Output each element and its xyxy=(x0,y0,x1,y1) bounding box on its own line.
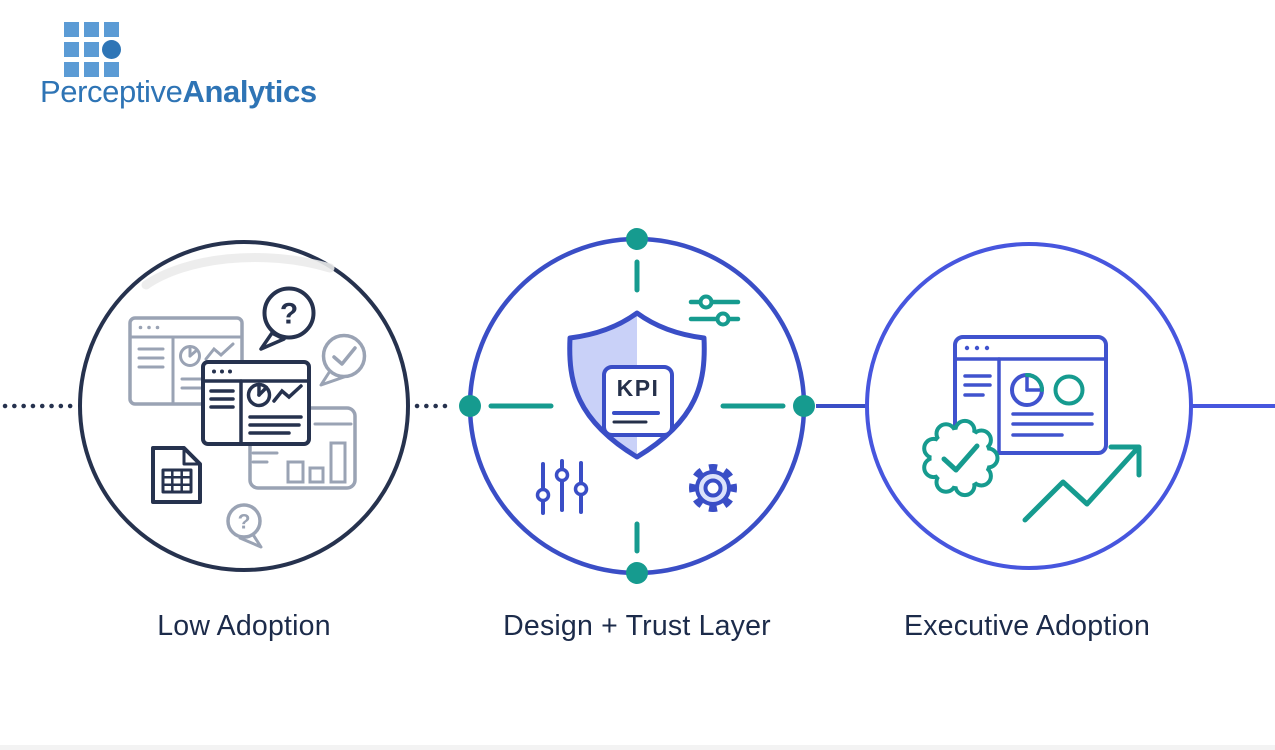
brand-name: PerceptiveAnalytics xyxy=(40,74,317,110)
vertical-sliders-icon xyxy=(535,459,589,515)
spreadsheet-document-icon xyxy=(151,446,202,504)
stage-label-executive: Executive Adoption xyxy=(903,610,1151,642)
pie-wedge xyxy=(1025,373,1044,392)
kpi-shield-icon: KPI xyxy=(567,310,707,460)
stage-label-design-trust: Design + Trust Layer xyxy=(503,610,771,642)
stage-label-low-adoption: Low Adoption xyxy=(157,610,331,642)
check-bubble-icon xyxy=(319,333,367,387)
question-bubble-small-icon: ? xyxy=(226,503,263,549)
stage-circle-executive xyxy=(865,242,1193,570)
cardinal-dot-top xyxy=(626,228,648,250)
logo-grid-icon xyxy=(64,22,121,77)
cardinal-dots xyxy=(459,228,815,584)
question-bubble-icon: ? xyxy=(259,286,316,351)
brand-name-regular: Perceptive xyxy=(40,74,183,109)
verified-badge-icon xyxy=(922,418,1000,498)
cardinal-dot-left xyxy=(459,395,481,417)
cardinal-dot-bottom xyxy=(626,562,648,584)
stage-circle-design-trust: KPI xyxy=(459,228,815,584)
cardinal-ticks xyxy=(488,259,786,554)
brand-logo: PerceptiveAnalytics xyxy=(40,14,360,114)
donut-chart-icon xyxy=(1053,374,1085,406)
logo-dot xyxy=(102,40,121,59)
stage-circle-low-adoption: ? ? xyxy=(78,240,410,572)
question-glyph: ? xyxy=(280,298,298,331)
question-glyph: ? xyxy=(238,511,251,534)
bottom-edge-strip xyxy=(0,745,1275,750)
cardinal-dot-right xyxy=(793,395,815,417)
horizontal-sliders-icon xyxy=(688,294,741,327)
kpi-label: KPI xyxy=(617,375,660,401)
dashboard-window-front-icon xyxy=(201,360,311,446)
gear-icon xyxy=(689,464,737,512)
brand-name-bold: Analytics xyxy=(182,74,317,109)
growth-arrow-icon xyxy=(1022,444,1142,523)
highlight-arc xyxy=(141,252,335,290)
report-window-icon xyxy=(953,335,1108,455)
